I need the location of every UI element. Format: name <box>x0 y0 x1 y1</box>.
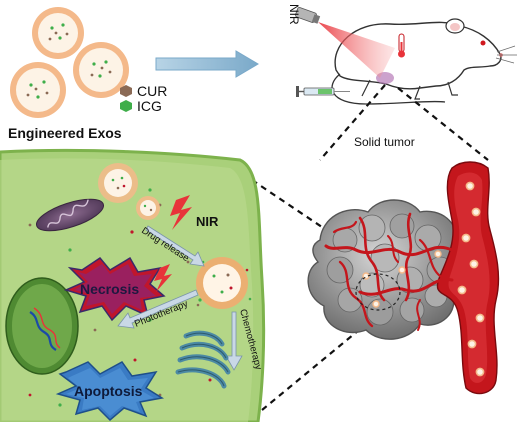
dashed-guide-top-right <box>397 87 489 161</box>
laser-beam <box>318 22 395 78</box>
releasing-exosome <box>196 257 252 309</box>
apoptosis-burst-icon <box>55 361 165 422</box>
membrane-exosome <box>98 163 138 203</box>
cur-hexagon-icon <box>120 85 132 97</box>
legend-cur-label: CUR <box>137 83 167 99</box>
mouse-illustration <box>331 18 517 105</box>
cell-nir-label: NIR <box>196 214 219 229</box>
solid-tumor-label: Solid tumor <box>354 135 415 149</box>
dashed-guide-top-left <box>319 84 386 161</box>
legend-icg-label: ICG <box>137 98 162 114</box>
tumor-vasculature <box>324 212 454 331</box>
engineered-exos-title: Engineered Exos <box>8 125 122 141</box>
legend: CUR ICG <box>120 83 167 114</box>
lightning-bolt-small-icon <box>154 264 172 292</box>
zoom-target-ellipse <box>355 273 401 311</box>
exosome-3 <box>10 62 66 118</box>
chemotherapy-arrow-icon <box>225 311 243 371</box>
thermometer-icon <box>398 33 405 58</box>
mitochondrion-icon <box>36 198 104 232</box>
apoptosis-label: Apoptosis <box>74 383 143 399</box>
endosome-exosome <box>136 196 160 220</box>
drug-release-arrow-icon <box>145 225 205 267</box>
top-nir-label: NIR <box>287 4 301 25</box>
golgi-apparatus-icon <box>175 330 231 389</box>
icg-hexagon-icon <box>120 100 132 112</box>
right-arrow-icon <box>155 50 259 78</box>
syringe-icon <box>296 86 350 97</box>
necrosis-burst-icon <box>63 256 166 322</box>
nucleus-icon <box>5 277 79 375</box>
phototherapy-arrow-icon <box>117 289 199 329</box>
necrosis-label: Necrosis <box>80 281 139 297</box>
dashed-guide-cell-top <box>251 179 369 259</box>
exosome-group <box>10 7 129 118</box>
dashed-guide-cell-bottom <box>261 324 366 411</box>
blood-vessel <box>436 161 500 395</box>
laser-device-icon <box>295 7 321 24</box>
exosome-1 <box>32 7 84 59</box>
exosome-2 <box>73 42 129 98</box>
lightning-bolt-icon <box>170 195 192 230</box>
circulating-exosomes <box>362 181 485 377</box>
